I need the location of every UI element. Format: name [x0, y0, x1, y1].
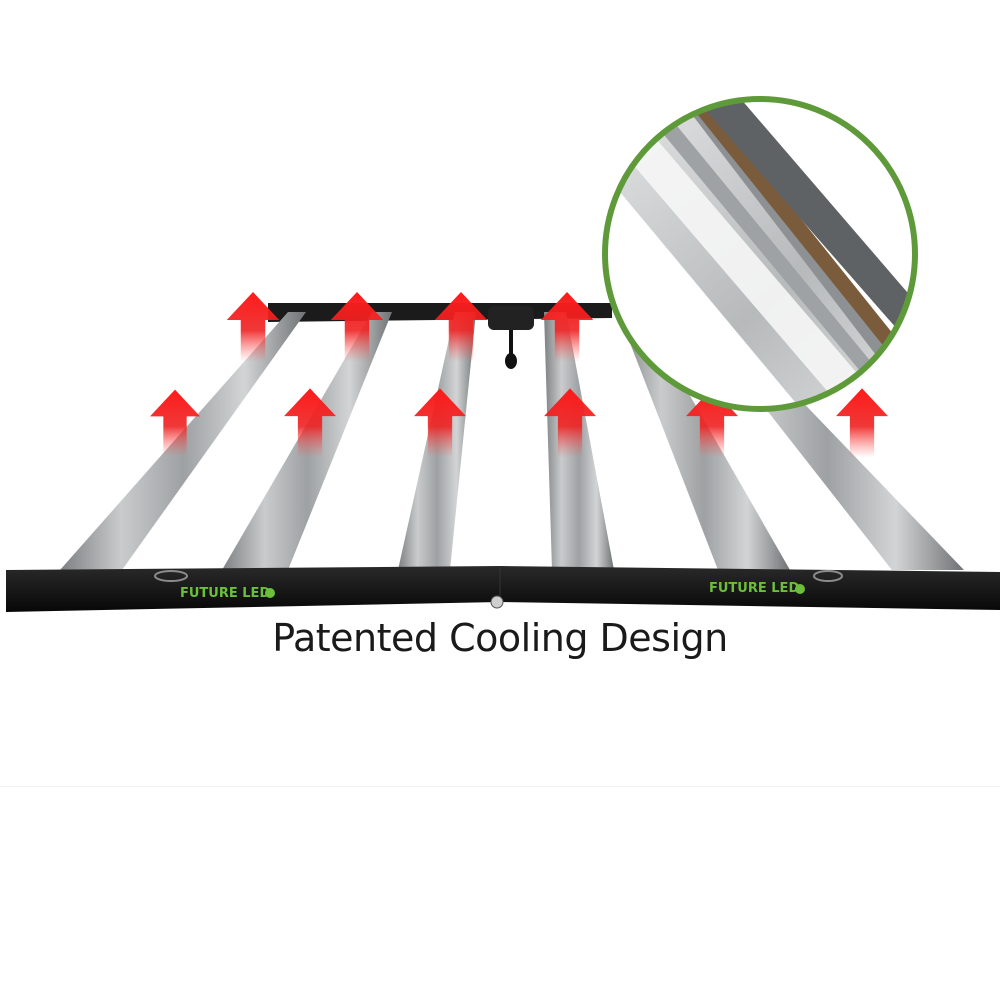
brand-logo-dot-icon: [795, 584, 805, 594]
brand-label-left: FUTURE LED: [180, 586, 270, 601]
hanging-clip-right: [813, 570, 843, 582]
brand-logo-dot-icon: [265, 588, 275, 598]
center-screw: [490, 595, 504, 609]
brand-label-right: FUTURE LED: [709, 581, 799, 596]
heat-arrow-icon: [434, 292, 488, 362]
section-divider: [0, 786, 1000, 787]
hanging-clip-left: [154, 570, 188, 582]
led-chip-strip: [694, 108, 915, 384]
bottom-frame: FUTURE LED FUTURE LED: [6, 566, 1000, 612]
feature-caption: Patented Cooling Design: [272, 616, 728, 660]
